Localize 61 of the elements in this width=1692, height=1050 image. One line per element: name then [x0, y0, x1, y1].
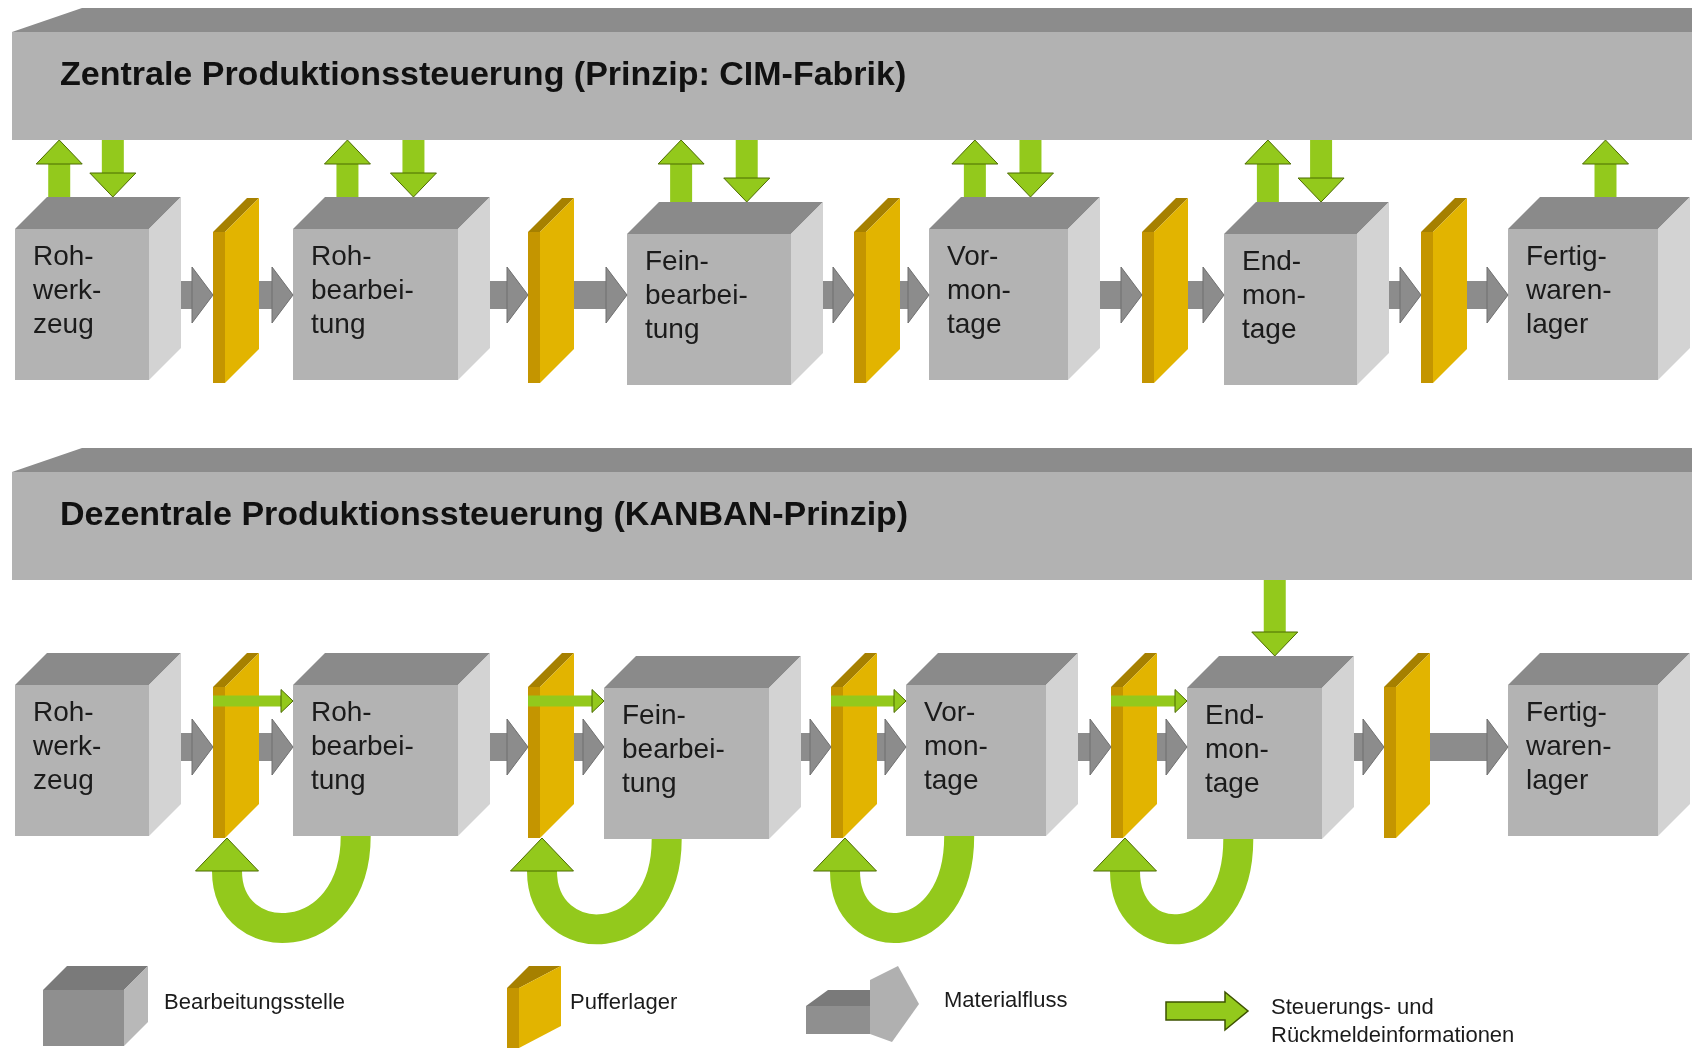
station-label: Fein- bearbei- tung [622, 698, 725, 801]
control-arrow [1244, 139, 1292, 202]
station-label: End- mon- tage [1242, 244, 1306, 347]
material-flow-arrow [490, 718, 529, 776]
station-label: Vor- mon- tage [947, 239, 1011, 342]
material-flow-arrow [490, 266, 529, 324]
material-flow-arrow [1078, 718, 1112, 776]
legend-label: Bearbeitungsstelle [164, 988, 345, 1016]
material-flow-arrow [1354, 718, 1385, 776]
control-arrow [657, 139, 705, 202]
material-flow-arrow [181, 266, 214, 324]
station-label: Fertig- waren- lager [1526, 695, 1612, 798]
control-arrow [951, 139, 999, 197]
buffer-slab [528, 653, 574, 838]
material-flow-arrow [574, 266, 628, 324]
station-label: Roh- bearbei- tung [311, 695, 414, 798]
band-title: Dezentrale Produktionssteuerung (KANBAN-Prinzip) [60, 494, 909, 533]
legend-label: Steuerungs- und Rückmeldeinformationen [1271, 993, 1516, 1049]
buffer-slab [528, 198, 574, 383]
station-label: Roh- werk- zeug [33, 239, 102, 342]
station-label: Fein- bearbei- tung [645, 244, 748, 347]
buffer-slab [1111, 653, 1157, 838]
buffer-slab [1142, 198, 1188, 383]
control-arrow [323, 139, 371, 197]
control-arrow [1251, 580, 1299, 657]
control-arrow [1582, 139, 1629, 197]
control-arrow [723, 140, 771, 203]
material-flow-arrow [1157, 718, 1188, 776]
station-label: Roh- bearbei- tung [311, 239, 414, 342]
material-flow-arrow [181, 718, 214, 776]
station-label: Vor- mon- tage [924, 695, 988, 798]
legend-label: Materialfluss [944, 986, 1068, 1014]
station-label: Roh- werk- zeug [33, 695, 102, 798]
control-arrow [389, 140, 437, 198]
buffer-slab [1421, 198, 1467, 383]
material-flow-arrow [1100, 266, 1143, 324]
legend-label: Pufferlager [570, 988, 678, 1016]
buffer-slab [1384, 653, 1430, 838]
control-arrow [35, 139, 83, 197]
material-flow-arrow [900, 266, 930, 324]
material-flow-arrow [877, 718, 907, 776]
control-arrow [1297, 140, 1345, 203]
control-arrow [1006, 140, 1054, 198]
band-title: Zentrale Produktionssteuerung (Prinzip: CIM-Fabrik) [60, 54, 907, 93]
station-label: End- mon- tage [1205, 698, 1269, 801]
material-flow-arrow [574, 718, 605, 776]
control-arrow [89, 140, 137, 198]
buffer-slab [213, 198, 259, 383]
buffer-slab [213, 653, 259, 838]
buffer-slab [854, 198, 900, 383]
feedback-arrow [813, 834, 975, 943]
feedback-arrow [1093, 837, 1254, 944]
material-flow-arrow [259, 718, 294, 776]
buffer-slab [831, 653, 877, 838]
material-flow-arrow [823, 266, 855, 324]
station-label: Fertig- waren- lager [1526, 239, 1612, 342]
material-flow-arrow [1467, 266, 1509, 324]
material-flow-arrow [1389, 266, 1422, 324]
material-flow-arrow [1188, 266, 1225, 324]
material-flow-arrow [801, 718, 832, 776]
material-flow-arrow [259, 266, 294, 324]
